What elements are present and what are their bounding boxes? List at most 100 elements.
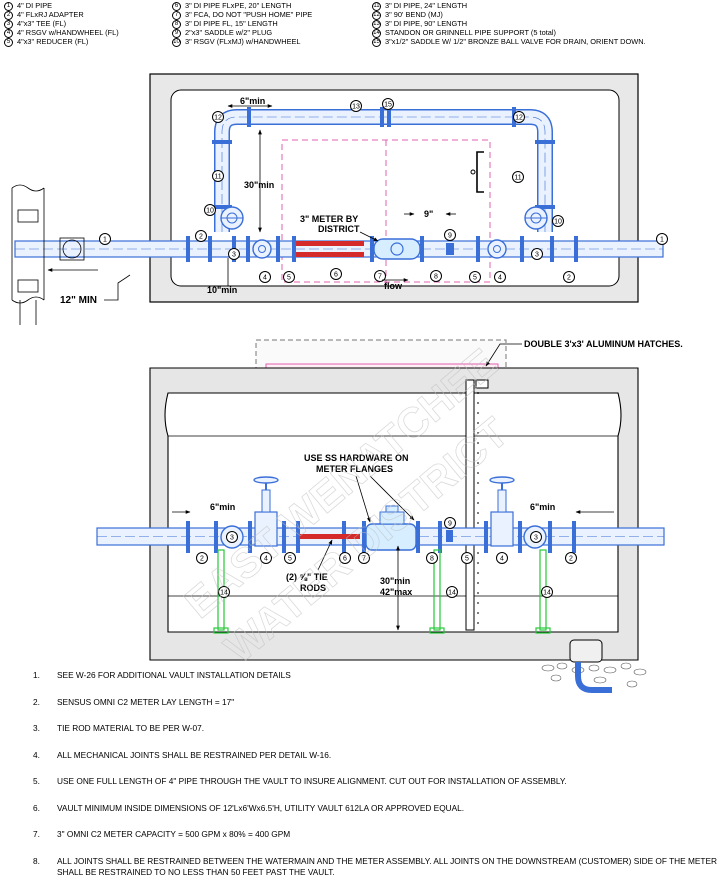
svg-text:1: 1: [660, 237, 664, 244]
plan-main-valve-right: [487, 239, 507, 259]
legend-text: 3"x1/2" SADDLE W/ 1/2" BRONZE BALL VALVE…: [385, 37, 646, 47]
note-text: SENSUS OMNI C2 METER LAY LENGTH = 17": [57, 696, 235, 707]
note-item: 5. USE ONE FULL LENGTH OF 4" PIPE THROUGH…: [33, 776, 718, 803]
note-text: SEE W-26 FOR ADDITIONAL VAULT INSTALLATI…: [57, 670, 291, 680]
elevation-callouts: 2 2 3 3 4 4 5 5 6 7 8 9 14 14 14: [196, 517, 577, 598]
existing-main-sketch: [11, 184, 85, 304]
legend-text: 4"x3" REDUCER (FL): [17, 37, 89, 47]
svg-text:14: 14: [448, 590, 456, 597]
svg-text:6: 6: [343, 556, 347, 563]
legend-item: 15 3"x1/2" SADDLE W/ 1/2" BRONZE BALL VAL…: [372, 38, 646, 47]
plan-meter: [373, 238, 421, 260]
plan-bypass-valve-right: [524, 206, 548, 230]
svg-text:11: 11: [514, 175, 521, 182]
legend-text: 3" RSGV (FLxMJ) w/HANDWHEEL: [185, 37, 301, 47]
note-text: VAULT MINIMUM INSIDE DIMENSIONS OF 12'Lx…: [57, 802, 465, 813]
note-item: 6.VAULT MINIMUM INSIDE DIMENSIONS OF 12'…: [33, 803, 718, 830]
svg-text:9: 9: [448, 233, 452, 240]
elevation-dim-30min: 30"min: [380, 576, 410, 586]
legend-text: 4" DI PIPE: [17, 1, 53, 11]
note-item: 7. 3" OMNI C2 METER CAPACITY = 500 GPM x …: [33, 829, 718, 856]
legend-number: 3: [4, 20, 13, 29]
svg-text:3: 3: [230, 535, 234, 542]
tie-rods-label-2: RODS: [300, 583, 326, 593]
plan-view: 1 1 2 2 3 3 4 4 5 5 6 7 8 9 10 10 11 11 …: [11, 73, 668, 325]
svg-text:5: 5: [288, 556, 292, 563]
plan-saddle: [446, 243, 454, 255]
note-item: 3.TIE ROD MATERIAL TO BE PER W-07.: [33, 723, 718, 750]
svg-text:3: 3: [534, 535, 538, 542]
legend-text: 2"x3" SADDLE w/2" PLUG: [185, 28, 273, 38]
elevation-vault-shell: [149, 367, 639, 661]
drain-pipe: [575, 662, 612, 693]
legend-number: 11: [372, 2, 381, 11]
legend-item: 8 3" DI PIPE FL, 15" LENGTH: [172, 20, 312, 29]
elevation-dim-42max: 42"max: [380, 587, 412, 597]
svg-text:9: 9: [448, 521, 452, 528]
legend-text: 4"x3" TEE (FL): [17, 19, 67, 29]
svg-text:1: 1: [103, 237, 107, 244]
note-item: 1.SEE W-26 FOR ADDITIONAL VAULT INSTALLA…: [33, 670, 718, 697]
plan-meter-label-1: 3" METER BY: [300, 214, 358, 224]
note-text: 3" OMNI C2 METER CAPACITY = 500 GPM x 80…: [57, 829, 291, 839]
note-number: 5.: [33, 776, 40, 786]
note-item: 4.ALL MECHANICAL JOINTS SHALL BE RESTRAI…: [33, 750, 718, 777]
legend-number: 13: [372, 20, 381, 29]
svg-text:5: 5: [465, 556, 469, 563]
plan-main-valve-left: [252, 239, 272, 259]
legend-number: 2: [4, 11, 13, 20]
hardware-label-1: USE SS HARDWARE ON: [304, 453, 409, 463]
svg-text:2: 2: [200, 556, 204, 563]
elevation-dim-6min-right: 6"min: [530, 502, 555, 512]
svg-text:4: 4: [500, 556, 504, 563]
note-number: 7.: [33, 829, 40, 839]
svg-text:6: 6: [334, 272, 338, 279]
legend-number: 8: [172, 20, 181, 29]
legend-number: 7: [172, 11, 181, 20]
legend-item: 3 4"x3" TEE (FL): [4, 20, 119, 29]
elevation-dim-6min-left: 6"min: [210, 502, 235, 512]
svg-text:5: 5: [473, 275, 477, 282]
elevation-ladder: [465, 379, 489, 631]
legend-number: 6: [172, 2, 181, 11]
elevation-valve-left: [253, 476, 279, 547]
svg-text:13: 13: [352, 104, 360, 111]
svg-text:5: 5: [287, 275, 291, 282]
note-text: TIE ROD MATERIAL TO BE PER W-07.: [57, 723, 205, 733]
note-text: ALL MECHANICAL JOINTS SHALL BE RESTRAINE…: [57, 749, 332, 760]
legend-number: 15: [372, 38, 381, 47]
plan-dim-10min: 10"min: [207, 285, 237, 295]
plan-dim-12min: 12" MIN: [60, 295, 97, 306]
note-item: 2.SENSUS OMNI C2 METER LAY LENGTH = 17": [33, 697, 718, 724]
legend-number: 10: [172, 38, 181, 47]
legend-text: 3" DI PIPE, 24" LENGTH: [385, 1, 468, 11]
svg-text:11: 11: [214, 174, 221, 181]
elevation-view: 2 2 3 3 4 4 5 5 6 7 8 9 14 14 14 DOUBLE …: [96, 339, 683, 693]
note-text: USE ONE FULL LENGTH OF 4" PIPE THROUGH T…: [57, 776, 567, 786]
svg-text:2: 2: [569, 556, 573, 563]
plan-dim-30min: 30"min: [244, 180, 274, 190]
legend-text: 3" DI PIPE FL, 15" LENGTH: [185, 19, 278, 29]
svg-text:8: 8: [430, 556, 434, 563]
plan-tie-rods: [296, 241, 364, 257]
note-number: 8.: [33, 855, 40, 866]
legend-number: 4: [4, 29, 13, 38]
plan-vault-inner: [170, 89, 620, 287]
svg-text:14: 14: [543, 590, 551, 597]
notes-list: 1.SEE W-26 FOR ADDITIONAL VAULT INSTALLA…: [33, 670, 718, 882]
svg-text:2: 2: [199, 234, 203, 241]
legend-item: 11 3" DI PIPE, 24" LENGTH: [372, 2, 646, 11]
legend-text: STANDON OR GRINNELL PIPE SUPPORT (5 tota…: [385, 28, 556, 38]
svg-text:12: 12: [214, 115, 222, 122]
svg-text:3: 3: [232, 252, 236, 259]
hatch-label: DOUBLE 3'x3' ALUMINUM HATCHES.: [524, 339, 683, 349]
svg-text:8: 8: [434, 274, 438, 281]
legend-number: 9: [172, 29, 181, 38]
